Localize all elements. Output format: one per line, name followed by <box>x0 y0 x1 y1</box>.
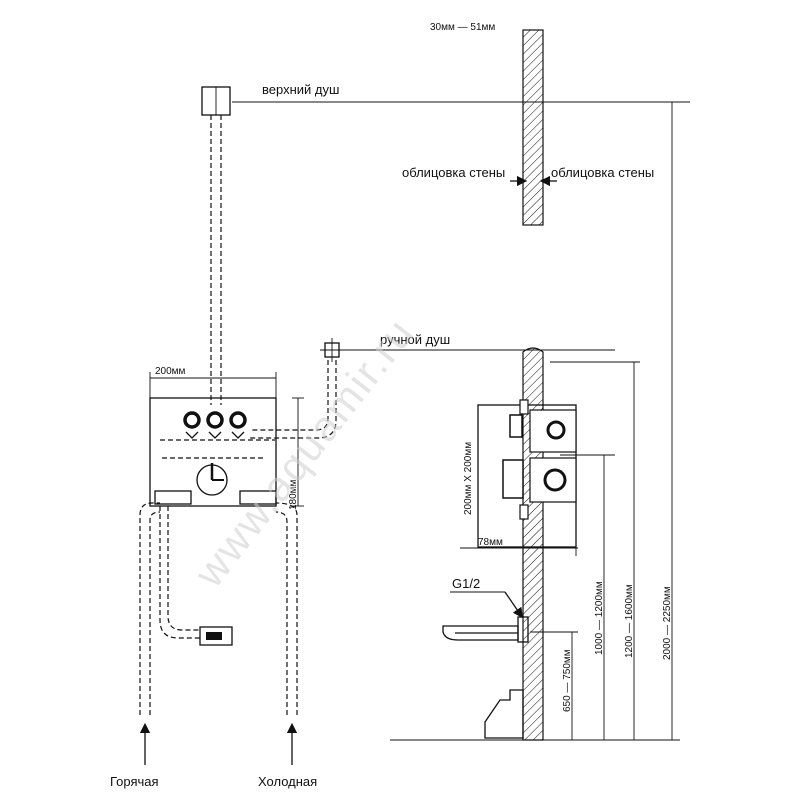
cold-label: Холодная <box>258 774 317 789</box>
g12-label: G1/2 <box>452 576 480 591</box>
h-top-label: 2000 — 2250мм <box>662 586 673 660</box>
pipe-hand-shower <box>250 360 337 439</box>
box-height-label: 180мм <box>288 479 299 510</box>
h-spout-label: 650 — 750мм <box>562 649 573 712</box>
spout-outlet <box>199 626 233 646</box>
depth-dimension <box>460 540 578 556</box>
outlet-ports <box>160 411 275 441</box>
box-height-dimension <box>292 397 304 507</box>
pipe-top-shower <box>210 115 222 405</box>
top-shower-label: верхний душ <box>262 82 339 97</box>
h-mixer-label: 1000 — 1200мм <box>594 581 605 655</box>
g12-pointer <box>450 591 523 619</box>
wall-cladding-right-label: облицовка стены <box>551 165 654 180</box>
thermostat-dial <box>162 457 264 496</box>
valve-size-label: 200мм X 200мм <box>463 442 474 515</box>
h-hand-label: 1200 — 1600мм <box>624 584 635 658</box>
box-width-dimension <box>149 372 277 398</box>
spout-side-view <box>442 616 529 643</box>
top-shower-outlet <box>201 86 231 116</box>
wall-cladding-left-label: облицовка стены <box>402 165 505 180</box>
valve-body <box>477 399 577 548</box>
watermark: www.aquamir.ru <box>184 309 423 596</box>
depth-label: 78мм <box>478 537 503 548</box>
lower-fixture <box>484 689 524 739</box>
wall-section-top <box>522 29 544 226</box>
hand-shower-label: ручной душ <box>380 332 450 347</box>
box-width-label: 200мм <box>155 366 186 377</box>
height-dimensions <box>530 101 678 740</box>
mixer-box <box>149 397 277 507</box>
pipe-spout <box>159 506 200 639</box>
pipe-cold <box>275 502 298 715</box>
hot-label: Горячая <box>110 774 159 789</box>
pipe-hot <box>139 502 161 715</box>
hand-shower-outlet <box>320 338 344 362</box>
wall-thickness-label: 30мм — 51мм <box>430 22 495 33</box>
